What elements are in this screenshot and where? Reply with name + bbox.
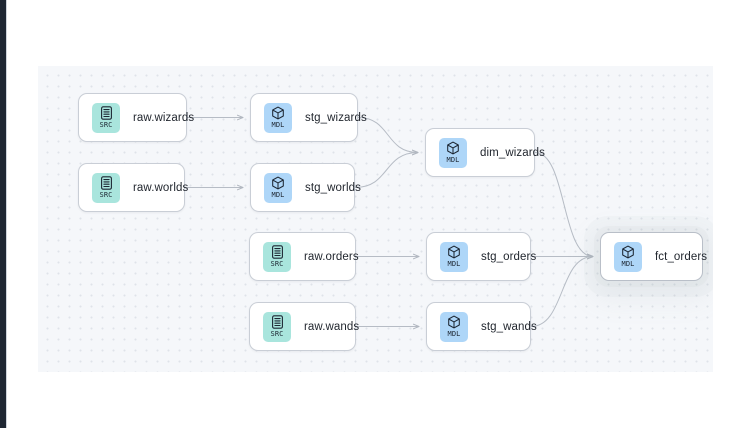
- cube-icon: MDL: [440, 311, 468, 342]
- graph-edge-stg_wizards-to-dim_wizards: [357, 117, 419, 156]
- node-kind-badge-text: MDL: [271, 190, 285, 199]
- cube-icon-glyph: [447, 141, 459, 155]
- node-label: stg_wands: [481, 320, 537, 333]
- graph-node-stg_worlds[interactable]: MDL stg_worlds: [250, 163, 361, 212]
- graph-node-dim_wizards[interactable]: MDL dim_wizards: [425, 128, 545, 177]
- cube-icon-glyph: [448, 245, 460, 259]
- node-label: stg_worlds: [305, 181, 361, 194]
- cube-icon-glyph: [272, 176, 284, 190]
- app-rail: [0, 0, 7, 428]
- database-icon-glyph: [271, 315, 283, 329]
- node-label: fct_orders: [655, 250, 708, 263]
- graph-edge-stg_worlds-to-dim_wizards: [354, 149, 419, 188]
- node-kind-badge-text: MDL: [271, 120, 285, 129]
- node-kind-badge-text: SRC: [99, 120, 113, 129]
- cube-icon-glyph: [622, 245, 634, 259]
- node-kind-badge-text: MDL: [447, 329, 461, 338]
- graph-node-stg_wizards[interactable]: MDL stg_wizards: [250, 93, 367, 142]
- cube-icon: MDL: [614, 241, 642, 272]
- database-icon: SRC: [92, 172, 120, 203]
- graph-node-raw_wands[interactable]: SRC raw.wands: [249, 302, 360, 351]
- database-icon: SRC: [263, 241, 291, 272]
- node-label: raw.orders: [304, 250, 359, 263]
- cube-icon-glyph: [448, 315, 460, 329]
- graph-edge-dim_wizards-to-fct_orders: [534, 152, 594, 260]
- node-label: raw.wands: [304, 320, 360, 333]
- node-kind-badge-text: MDL: [446, 155, 460, 164]
- graph-edge-stg_wands-to-fct_orders: [530, 253, 594, 327]
- database-icon: SRC: [263, 311, 291, 342]
- database-icon: SRC: [92, 102, 120, 133]
- node-label: dim_wizards: [480, 146, 546, 159]
- graph-node-stg_wands[interactable]: MDL stg_wands: [426, 302, 537, 351]
- node-label: raw.worlds: [133, 181, 189, 194]
- cube-icon: MDL: [264, 172, 292, 203]
- node-kind-badge-text: SRC: [270, 259, 284, 268]
- cube-icon: MDL: [440, 241, 468, 272]
- node-label: stg_orders: [481, 250, 537, 263]
- node-kind-badge-text: SRC: [270, 329, 284, 338]
- graph-node-stg_orders[interactable]: MDL stg_orders: [426, 232, 536, 281]
- cube-icon: MDL: [264, 102, 292, 133]
- graph-node-raw_worlds[interactable]: SRC raw.worlds: [78, 163, 189, 212]
- database-icon-glyph: [100, 176, 112, 190]
- node-kind-badge-text: MDL: [621, 259, 635, 268]
- cube-icon: MDL: [439, 137, 467, 168]
- graph-node-raw_wizards[interactable]: SRC raw.wizards: [78, 93, 194, 142]
- graph-node-raw_orders[interactable]: SRC raw.orders: [249, 232, 359, 281]
- graph-node-fct_orders[interactable]: MDL fct_orders: [600, 232, 707, 281]
- node-label: raw.wizards: [133, 111, 195, 124]
- node-label: stg_wizards: [305, 111, 367, 124]
- database-icon-glyph: [271, 245, 283, 259]
- node-kind-badge-text: MDL: [447, 259, 461, 268]
- database-icon-glyph: [100, 106, 112, 120]
- cube-icon-glyph: [272, 106, 284, 120]
- node-kind-badge-text: SRC: [99, 190, 113, 199]
